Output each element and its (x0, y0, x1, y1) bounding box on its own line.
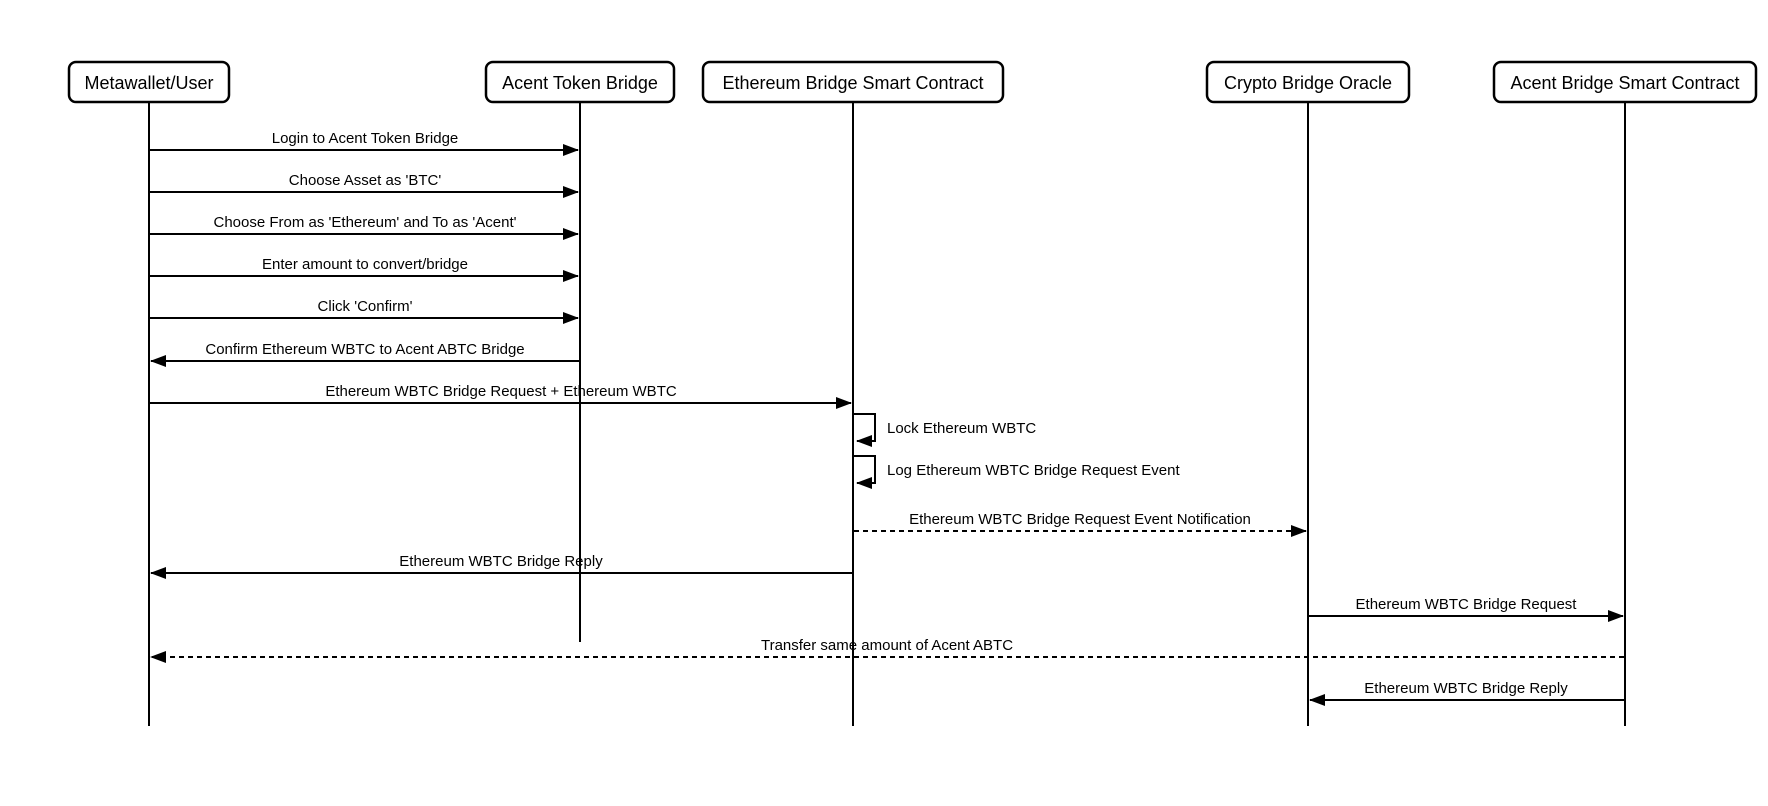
message-choose-asset: Choose Asset as 'BTC' (150, 172, 579, 198)
message-label: Lock Ethereum WBTC (887, 420, 1036, 437)
participant-name: Metawallet/User (84, 73, 213, 93)
self-message-loop (854, 455, 876, 489)
participant-crypto-bridge-oracle: Crypto Bridge Oracle (1205, 60, 1411, 104)
message-label: Login to Acent Token Bridge (272, 130, 459, 147)
participant-acent-token-bridge: Acent Token Bridge (484, 60, 676, 104)
message-bridge-reply-user: Ethereum WBTC Bridge Reply (150, 553, 853, 579)
message-label: Log Ethereum WBTC Bridge Request Event (887, 462, 1180, 479)
participant-acent-bridge-smart-contract: Acent Bridge Smart Contract (1492, 60, 1758, 104)
message-label: Choose Asset as 'BTC' (289, 172, 442, 189)
message-label: Ethereum WBTC Bridge Request Event Notif… (909, 511, 1251, 528)
message-label: Ethereum WBTC Bridge Reply (399, 553, 603, 570)
message-label: Ethereum WBTC Bridge Request + Ethereum … (325, 383, 677, 400)
message-bridge-request-wbtc: Ethereum WBTC Bridge Request + Ethereum … (150, 383, 852, 409)
message-bridge-reply-oracle: Ethereum WBTC Bridge Reply (1309, 680, 1624, 706)
message-confirm-bridge: Confirm Ethereum WBTC to Acent ABTC Brid… (150, 341, 580, 367)
message-label: Transfer same amount of Acent ABTC (761, 637, 1013, 654)
message-label: Choose From as 'Ethereum' and To as 'Ace… (214, 214, 517, 231)
participant-box (701, 60, 1005, 104)
message-label: Ethereum WBTC Bridge Request (1356, 596, 1578, 613)
participant-name: Ethereum Bridge Smart Contract (722, 73, 983, 93)
message-lock-wbtc: Lock Ethereum WBTC (854, 413, 1036, 447)
participant-name: Acent Bridge Smart Contract (1510, 73, 1739, 93)
message-event-notification: Ethereum WBTC Bridge Request Event Notif… (854, 511, 1307, 537)
message-label: Click 'Confirm' (318, 298, 413, 315)
participant-ethereum-bridge-smart-contract: Ethereum Bridge Smart Contract (701, 60, 1005, 104)
participant-metawallet-user: Metawallet/User (67, 60, 231, 104)
participant-box (67, 60, 231, 104)
message-bridge-request-acent: Ethereum WBTC Bridge Request (1309, 596, 1624, 622)
message-choose-from-to: Choose From as 'Ethereum' and To as 'Ace… (150, 214, 579, 240)
self-message-loop (854, 413, 876, 447)
message-enter-amount: Enter amount to convert/bridge (150, 256, 579, 282)
message-label: Ethereum WBTC Bridge Reply (1364, 680, 1568, 697)
message-transfer-abtc: Transfer same amount of Acent ABTC (150, 637, 1624, 663)
participant-name: Acent Token Bridge (502, 73, 658, 93)
message-log-event: Log Ethereum WBTC Bridge Request Event (854, 455, 1180, 489)
message-click-confirm: Click 'Confirm' (150, 298, 579, 324)
message-login: Login to Acent Token Bridge (150, 130, 579, 156)
participant-box (1492, 60, 1758, 104)
participant-box (484, 60, 676, 104)
participant-box (1205, 60, 1411, 104)
participant-name: Crypto Bridge Oracle (1224, 73, 1392, 93)
message-label: Enter amount to convert/bridge (262, 256, 468, 273)
message-label: Confirm Ethereum WBTC to Acent ABTC Brid… (205, 341, 524, 358)
